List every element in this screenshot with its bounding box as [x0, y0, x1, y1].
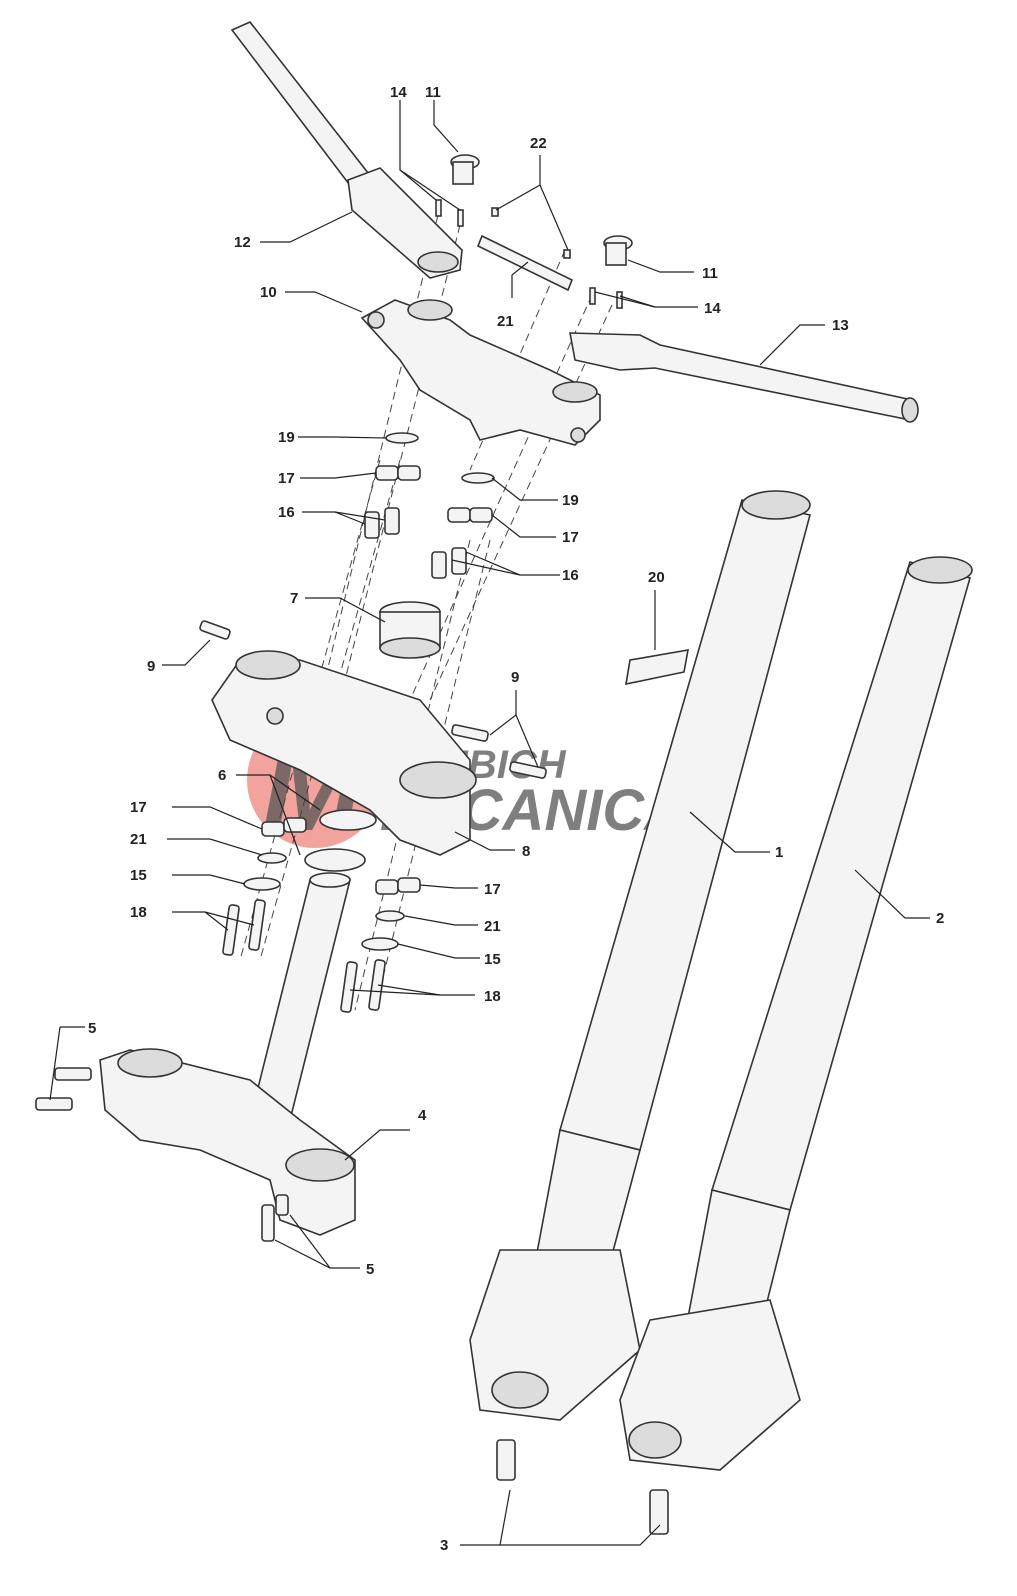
callout-21: 21	[130, 831, 147, 848]
steering-stem	[248, 872, 352, 1121]
callout-19: 19	[562, 492, 579, 509]
callout-17: 17	[278, 470, 295, 487]
upper-triple-clamp	[360, 299, 601, 446]
callout-2: 2	[936, 910, 944, 927]
left-clip-on-handlebar	[230, 21, 463, 279]
callout-21: 21	[484, 918, 501, 935]
callout-17: 17	[484, 881, 501, 898]
callout-22: 22	[530, 135, 547, 152]
callout-18: 18	[130, 904, 147, 921]
dowel-pins	[435, 199, 623, 309]
callout-6: 6	[218, 767, 226, 784]
callout-5: 5	[88, 1020, 96, 1037]
callout-12: 12	[234, 234, 251, 251]
callout-18: 18	[484, 988, 501, 1005]
callout-labels: 1 2 3 4 5 5 6 7 8 9 9 10 11 11 12 13 14 …	[88, 84, 944, 1554]
callout-4: 4	[418, 1107, 427, 1124]
callout-10: 10	[260, 284, 277, 301]
callout-19: 19	[278, 429, 295, 446]
callout-11: 11	[425, 84, 441, 101]
callout-17: 17	[562, 529, 579, 546]
callout-17: 17	[130, 799, 147, 816]
callout-16: 16	[562, 567, 579, 584]
steering-bearing	[379, 601, 441, 659]
callout-14: 14	[390, 84, 407, 101]
callout-21: 21	[497, 313, 514, 330]
left-fork-leg	[469, 490, 811, 1481]
callout-9: 9	[147, 658, 155, 675]
callout-15: 15	[130, 867, 147, 884]
right-clip-on-handlebar	[569, 332, 919, 423]
lower-triple-clamp	[35, 1048, 356, 1242]
callout-5: 5	[366, 1261, 374, 1278]
callout-3: 3	[440, 1537, 448, 1554]
handlebar-mount-bracket	[211, 650, 477, 856]
stem-bushings	[364, 432, 495, 579]
callout-11: 11	[702, 265, 718, 282]
callout-8: 8	[522, 843, 530, 860]
lower-left-hardware	[222, 817, 307, 956]
lower-right-hardware	[340, 877, 421, 1013]
cover-plate	[476, 207, 574, 292]
dust-seals	[304, 809, 377, 872]
top-nut-caps	[450, 154, 633, 266]
callout-16: 16	[278, 504, 295, 521]
callout-14: 14	[704, 300, 721, 317]
clamp-screws	[199, 620, 547, 779]
leader-lines	[49, 100, 930, 1546]
callout-13: 13	[832, 317, 849, 334]
callout-15: 15	[484, 951, 501, 968]
right-fork-leg	[619, 556, 973, 1535]
callout-1: 1	[775, 844, 783, 861]
callout-20: 20	[648, 569, 665, 586]
decal	[625, 649, 689, 686]
callout-9: 9	[511, 669, 519, 686]
callout-7: 7	[290, 590, 298, 607]
